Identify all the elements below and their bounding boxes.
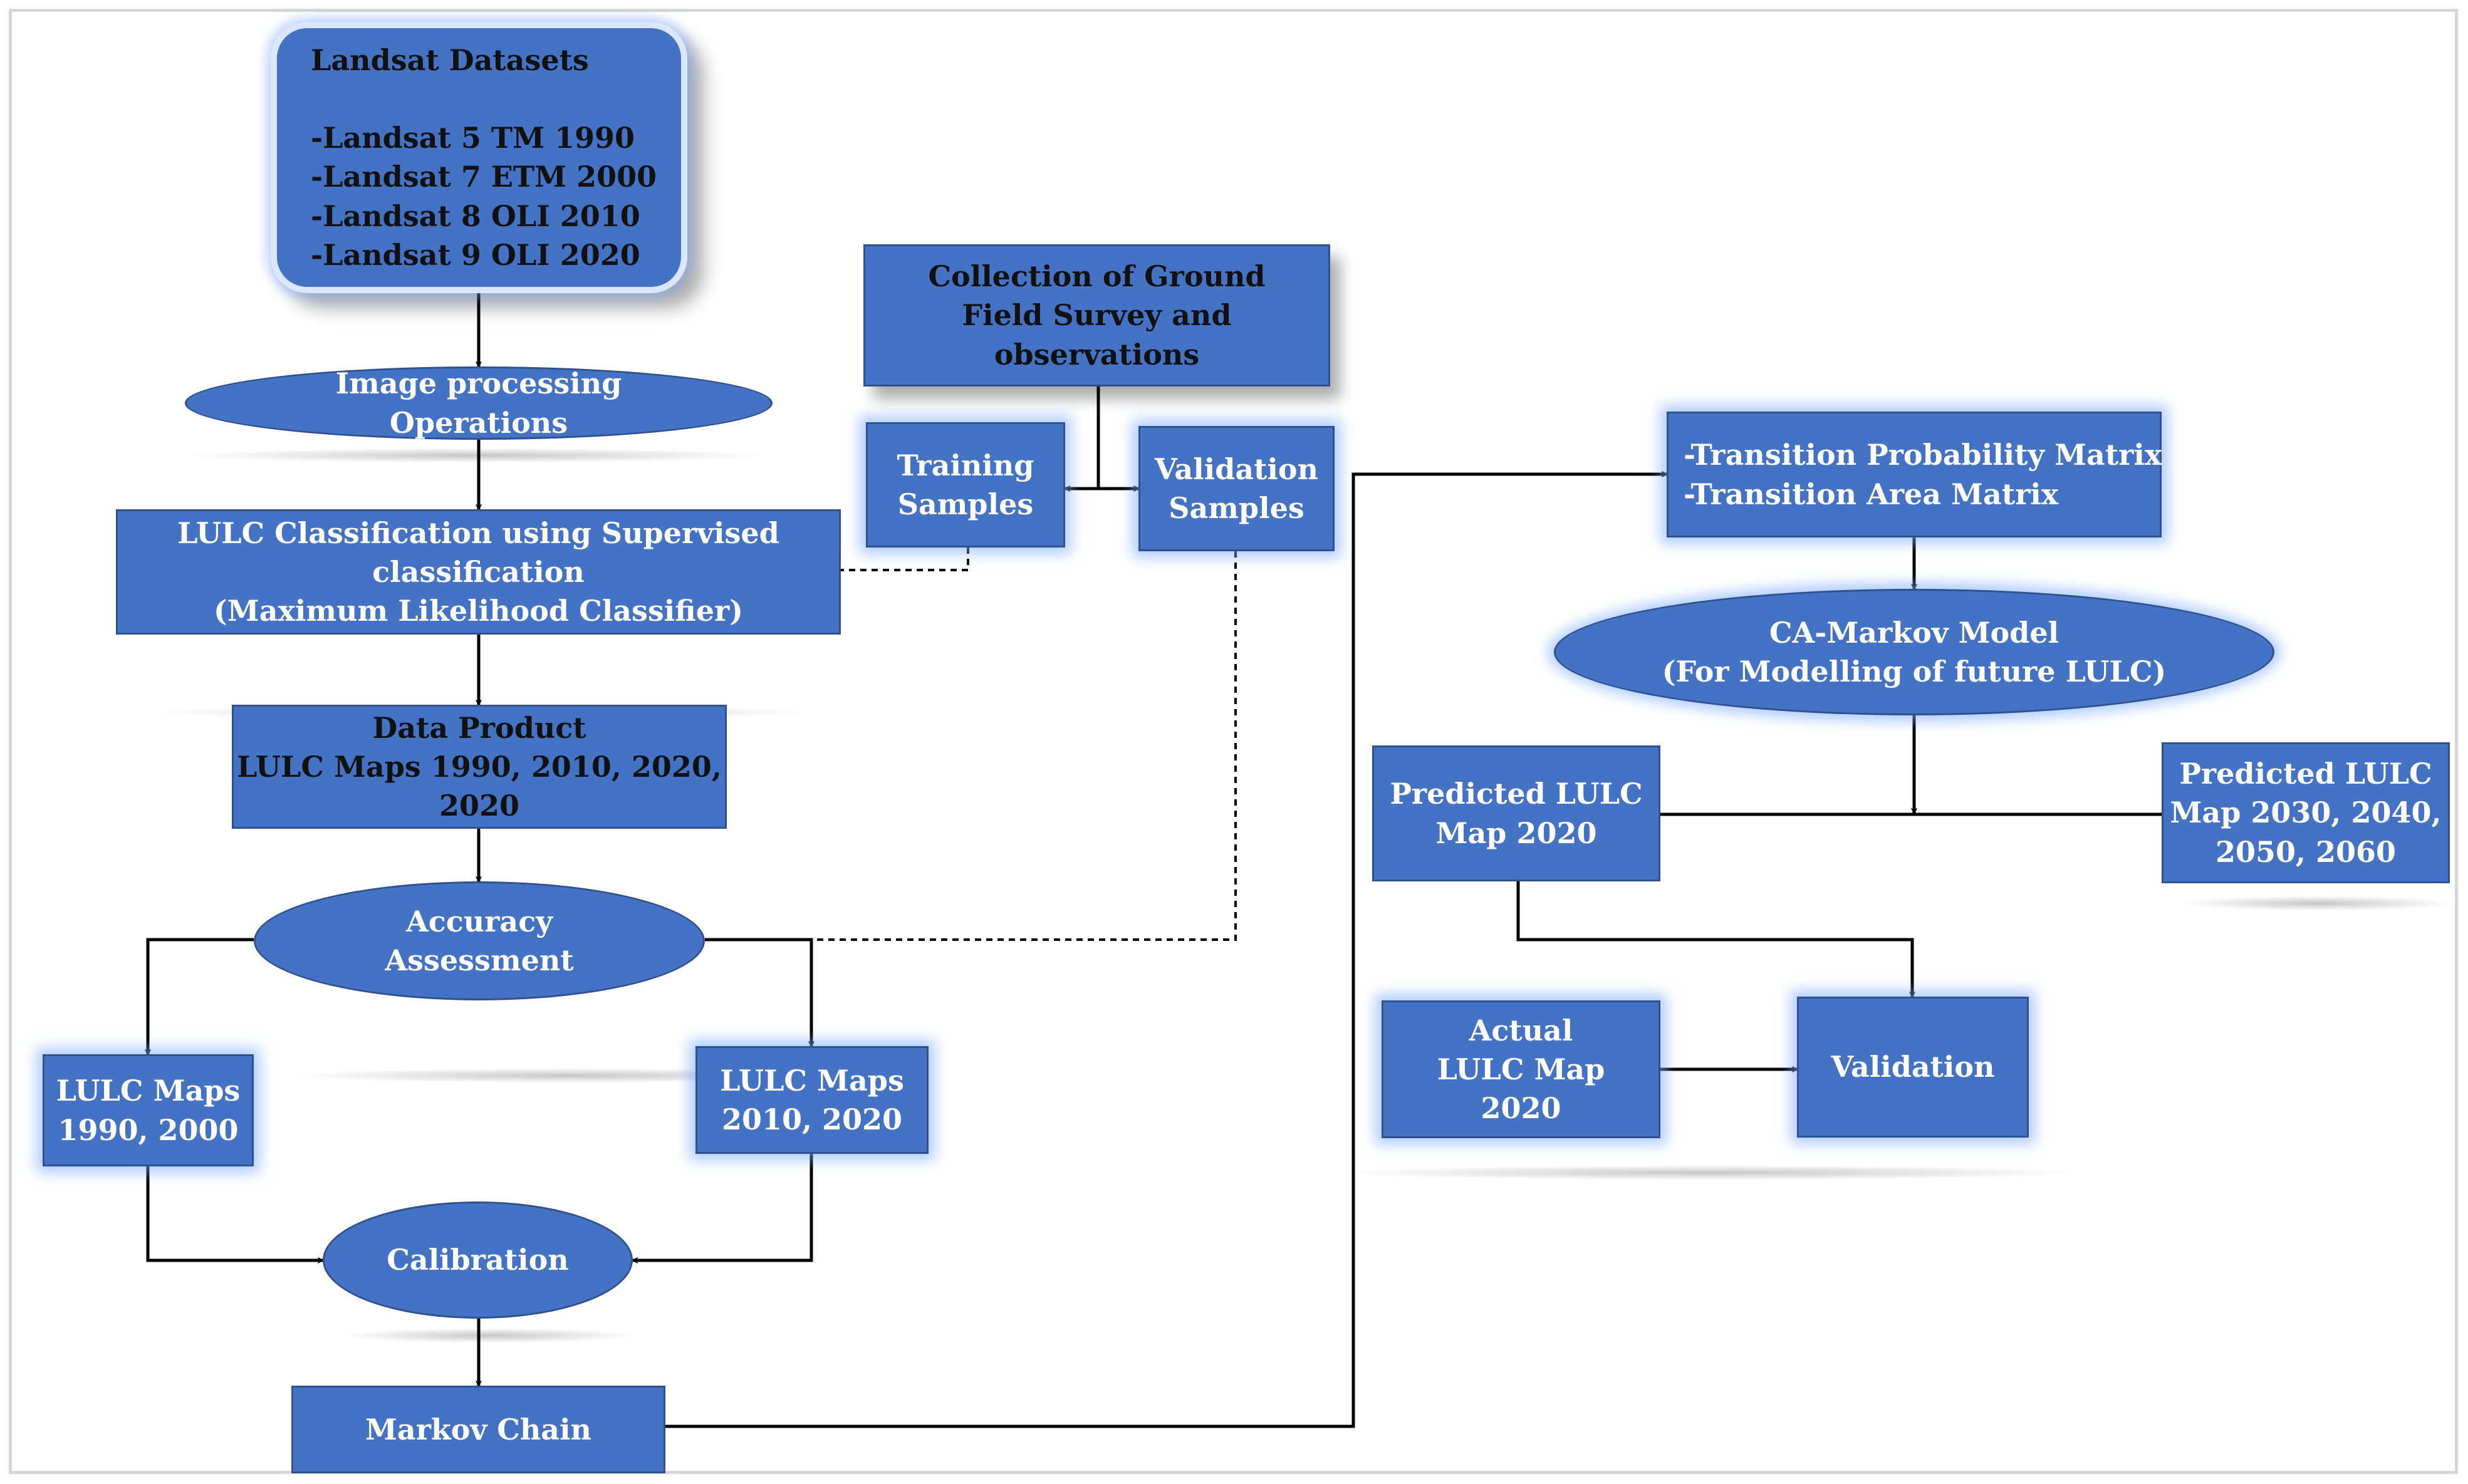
node-label: LULC Map xyxy=(1437,1052,1605,1086)
node-label: LULC Maps xyxy=(720,1063,904,1097)
node-label: Predicted LULC xyxy=(2179,757,2432,791)
node-label: Training xyxy=(897,448,1034,482)
validation-node: Validation xyxy=(1797,997,2029,1138)
predicted-future-node: Predicted LULC Map 2030, 2040, 2050, 206… xyxy=(2162,742,2450,883)
node-label: classification xyxy=(372,554,585,589)
shadow xyxy=(1335,1165,2086,1180)
node-label: Operations xyxy=(389,405,568,440)
dotted-validation-to-accuracy xyxy=(705,551,1237,941)
landsat-item: -Landsat 9 OLI 2020 xyxy=(311,237,640,272)
arrow-maps-late-to-calibration xyxy=(633,1154,813,1260)
node-label: LULC Maps xyxy=(56,1074,241,1108)
node-label: Assessment xyxy=(385,943,574,977)
node-label: 2020 xyxy=(1481,1091,1561,1126)
node-label: Field Survey and xyxy=(962,298,1232,333)
ground-collection-node: Collection of Ground Field Survey and ob… xyxy=(863,244,1330,387)
node-label: Image processing xyxy=(335,366,622,401)
node-label: 2050, 2060 xyxy=(2215,834,2397,869)
arrow-ground-to-validation xyxy=(1096,387,1138,489)
node-label: Validation xyxy=(1831,1050,1995,1084)
validation-samples-node: Validation Samples xyxy=(1138,426,1335,551)
node-label: Data Product xyxy=(372,710,586,745)
node-label: Validation xyxy=(1154,452,1319,486)
node-label: Actual xyxy=(1469,1013,1573,1047)
training-samples-node: Training Samples xyxy=(866,422,1065,547)
accuracy-assessment-node: Accuracy Assessment xyxy=(254,881,705,1000)
node-label: Markov Chain xyxy=(365,1412,592,1446)
node-label: Predicted LULC xyxy=(1390,777,1643,811)
node-label: LULC Classification using Supervised xyxy=(177,516,779,550)
lulc-classification-node: LULC Classification using Supervised cla… xyxy=(116,509,841,635)
shadow xyxy=(2180,896,2456,911)
arrow-maps-early-to-calibration xyxy=(146,1166,323,1260)
image-processing-node: Image processing Operations xyxy=(185,366,773,440)
node-label: LULC Maps 1990, 2010, 2020, xyxy=(237,749,722,784)
actual-lulc-node: Actual LULC Map 2020 xyxy=(1382,1000,1660,1138)
node-label: Map 2030, 2040, xyxy=(2170,796,2442,830)
landsat-item: -Landsat 7 ETM 2000 xyxy=(311,160,657,194)
predicted-2020-node: Predicted LULC Map 2020 xyxy=(1372,745,1660,881)
calibration-node: Calibration xyxy=(323,1201,633,1319)
shadow xyxy=(182,448,771,463)
node-label: Collection of Ground xyxy=(928,259,1266,294)
landsat-datasets-box: Landsat Datasets -Landsat 5 TM 1990 -Lan… xyxy=(271,22,687,293)
node-label: -Transition Area Matrix xyxy=(1684,477,2059,511)
node-label: 2020 xyxy=(439,789,520,823)
data-product-node: Data Product LULC Maps 1990, 2010, 2020,… xyxy=(232,705,727,829)
arrow-predicted-to-validation xyxy=(1516,881,1912,997)
landsat-item: -Landsat 5 TM 1990 xyxy=(311,121,635,155)
node-label: Accuracy xyxy=(406,904,553,938)
transition-matrix-node: -Transition Probability Matrix -Transiti… xyxy=(1667,412,2162,537)
node-label: CA-Markov Model xyxy=(1769,615,2059,650)
arrow-accuracy-to-maps-late xyxy=(705,938,811,1046)
ca-markov-node: CA-Markov Model (For Modelling of future… xyxy=(1554,589,2274,715)
node-label: Calibration xyxy=(387,1243,569,1277)
lulc-maps-late-node: LULC Maps 2010, 2020 xyxy=(695,1046,929,1154)
dotted-training-to-classification xyxy=(841,547,969,571)
node-label: (For Modelling of future LULC) xyxy=(1662,655,2167,688)
node-label: (Maximum Likelihood Classifier) xyxy=(214,594,743,628)
markov-chain-node: Markov Chain xyxy=(291,1386,665,1473)
arrow-accuracy-to-maps-early xyxy=(148,938,254,1054)
node-label: Samples xyxy=(897,487,1034,521)
diagram-frame xyxy=(9,9,2458,1474)
node-label: observations xyxy=(994,337,1200,371)
lulc-maps-early-node: LULC Maps 1990, 2000 xyxy=(43,1054,254,1166)
node-label: 2010, 2020 xyxy=(721,1103,903,1136)
landsat-title: Landsat Datasets xyxy=(311,43,589,78)
arrow-markov-to-transition xyxy=(665,474,1667,1428)
node-label: Map 2020 xyxy=(1435,816,1597,850)
node-label: Samples xyxy=(1169,491,1304,525)
shadow xyxy=(338,1328,639,1343)
node-label: -Transition Probability Matrix xyxy=(1684,438,2162,472)
node-label: 1990, 2000 xyxy=(58,1113,239,1147)
landsat-item: -Landsat 8 OLI 2010 xyxy=(311,199,640,233)
